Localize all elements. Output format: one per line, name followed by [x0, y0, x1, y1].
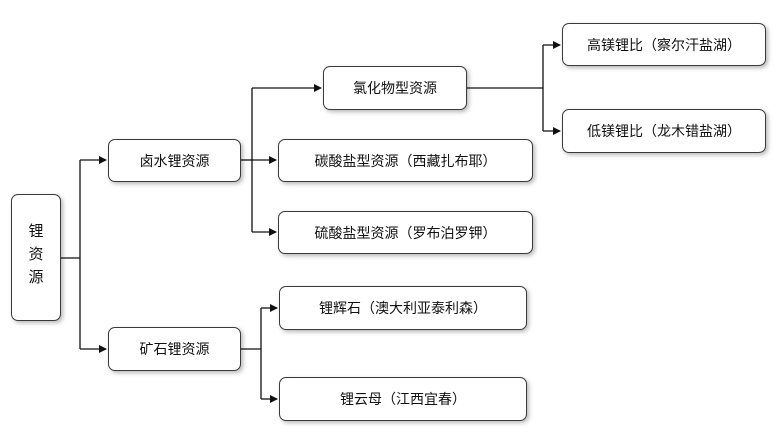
root-node: 锂资源 — [11, 194, 61, 321]
low-mg-li-ratio-node: 低镁锂比（龙木错盐湖） — [562, 109, 766, 153]
lepidolite-node: 锂云母（江西宜春） — [279, 377, 527, 421]
spodumene-node: 锂辉石（澳大利亚泰利森） — [279, 286, 527, 330]
brine-lithium-node: 卤水锂资源 — [108, 139, 241, 182]
high-mg-li-ratio-node: 高镁锂比（察尔汗盐湖） — [562, 23, 766, 66]
ore-lithium-node: 矿石锂资源 — [108, 327, 241, 371]
carbonate-type-node: 碳酸盐型资源（西藏扎布耶） — [278, 139, 533, 182]
chloride-type-node: 氯化物型资源 — [323, 66, 467, 110]
sulfate-type-node: 硫酸盐型资源（罗布泊罗钾） — [278, 211, 533, 254]
